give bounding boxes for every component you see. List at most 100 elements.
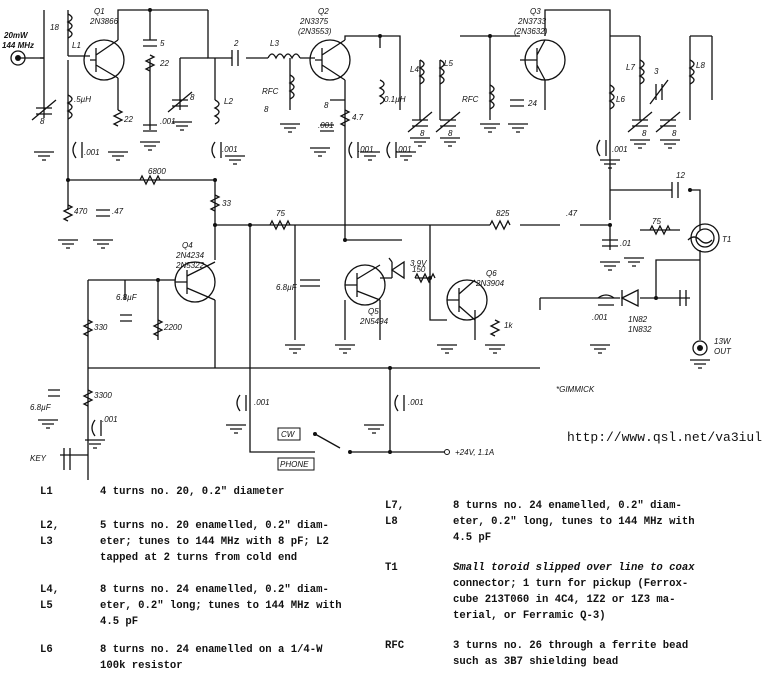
c001f-label: .001 <box>396 145 412 154</box>
rfc-a-label: RFC <box>262 87 279 96</box>
trimmer-capacitors <box>31 79 681 133</box>
source-url: http://www.qsl.net/va3iul <box>567 430 762 445</box>
transistor-q1-symbol <box>83 39 125 81</box>
l2-label: L2 <box>224 97 233 106</box>
note-text: 8 turns no. 24 enamelled, 0.2" diam- ete… <box>453 498 749 546</box>
note-key: L2, L3 <box>40 520 60 548</box>
c001d-label: .001 <box>318 121 334 130</box>
schematic-diagram: 20mW 144 MHz 18 L1 Q1 2N3866 5 22 22 .00… <box>2 7 732 480</box>
input-freq-label: 144 MHz <box>2 41 34 50</box>
ground-symbols <box>34 121 710 449</box>
l7-label: L7 <box>626 63 635 72</box>
c8g-label: 8 <box>642 129 647 138</box>
l8-label: L8 <box>696 61 705 70</box>
l4-label: L4 <box>410 65 419 74</box>
c12-label: 12 <box>676 171 685 180</box>
note-line: 8 turns no. 24 enamelled on a 1/4-W <box>100 644 323 656</box>
c001j-label: .001 <box>254 398 270 407</box>
c8a-label: 8 <box>40 117 45 126</box>
r150-label: 150 <box>412 265 426 274</box>
l3-label: L3 <box>270 39 279 48</box>
note-line: 4 turns no. 20, 0.2" diameter <box>100 486 285 498</box>
note-line: terial, or Ferramic Q-3) <box>453 610 606 622</box>
q4-type-label: 2N4234 <box>175 251 205 260</box>
c68uf-b-label: 6.8µF <box>116 293 138 302</box>
coax-connectors <box>10 50 708 356</box>
note-line: 100k resistor <box>100 660 183 672</box>
gimmick-label: *GIMMICK <box>556 385 595 394</box>
transistor-q6-symbol <box>446 279 488 321</box>
c8c-label: 8 <box>264 105 269 114</box>
c47a-label: .47 <box>112 207 124 216</box>
q1-type-label: 2N3866 <box>89 17 119 26</box>
c001b-label: .001 <box>84 148 100 157</box>
mode-switch <box>277 427 450 471</box>
c8d-label: 8 <box>324 101 329 110</box>
c68uf-c-label: 6.8µF <box>30 403 52 412</box>
r1k-label: 1k <box>504 321 513 330</box>
zener-label: 3.9V <box>410 259 427 268</box>
note-line: 4.5 pF <box>100 616 139 628</box>
q2-name-label: Q2 <box>318 7 329 16</box>
note-key: RFC <box>385 640 405 652</box>
note-line: connector; 1 turn for pickup (Ferrox- <box>453 578 689 590</box>
transistor-q4-symbol <box>174 261 216 303</box>
c8e-label: 8 <box>420 129 425 138</box>
c8b-label: 8 <box>190 93 195 102</box>
output-power-label: 13W <box>714 337 732 346</box>
c3-label: 3 <box>654 67 659 76</box>
q6-name-label: Q6 <box>486 269 497 278</box>
junction-dots <box>66 8 692 454</box>
t1-label: T1 <box>722 235 731 244</box>
note-line: eter, 0.2" long, tunes to 144 MHz with <box>453 516 695 528</box>
q3-alt-label: (2N3632) <box>514 27 548 36</box>
note-line: eter; tunes to 144 MHz with 8 pF; L2 <box>100 536 329 548</box>
q1-name-label: Q1 <box>94 7 105 16</box>
c001c-label: .001 <box>222 145 238 154</box>
r470-label: 470 <box>74 207 88 216</box>
r47-label: 4.7 <box>352 113 364 122</box>
phone-label: PHONE <box>280 460 309 469</box>
c8h-label: 8 <box>672 129 677 138</box>
note-line: 4.5 pF <box>453 532 492 544</box>
note-text: 8 turns no. 24 enamelled on a 1/4-W 100k… <box>100 642 400 674</box>
q6-type-label: 2N3904 <box>475 279 505 288</box>
coil-notes-left: L1 4 turns no. 20, 0.2" diameter L2, L3 … <box>0 484 375 675</box>
c2-label: 2 <box>233 39 239 48</box>
note-text: 3 turns no. 26 through a ferrite bead su… <box>453 638 749 670</box>
l6-label: L6 <box>616 95 625 104</box>
c001g-label: .001 <box>612 145 628 154</box>
q4-alt-label: 2N5322 <box>175 261 205 270</box>
cw-label: CW <box>281 430 296 439</box>
c001k-label: .001 <box>408 398 424 407</box>
output-label: OUT <box>714 347 732 356</box>
c001e-label: .001 <box>358 145 374 154</box>
r3300-label: 3300 <box>94 391 112 400</box>
toroid-t1-symbol <box>687 223 720 253</box>
resistors <box>62 54 671 407</box>
q3-type-label: 2N3733 <box>517 17 547 26</box>
q2-alt-label: (2N3553) <box>298 27 332 36</box>
r22b-label: 22 <box>123 115 133 124</box>
r75b-label: 75 <box>652 217 661 226</box>
note-line: Small toroid slipped over line to coax <box>453 562 695 574</box>
c18-label: 18 <box>50 23 59 32</box>
r2200-label: 2200 <box>163 323 182 332</box>
r75a-label: 75 <box>276 209 285 218</box>
r330-label: 330 <box>94 323 108 332</box>
c001h-label: .001 <box>592 313 608 322</box>
transistor-q5-symbol <box>344 264 386 306</box>
note-line: such as 3B7 shielding bead <box>453 656 619 668</box>
note-line: 5 turns no. 20 enamelled, 0.2" diam- <box>100 520 329 532</box>
note-key: L7, L8 <box>385 500 405 528</box>
diode-1n82-symbol <box>620 288 639 308</box>
note-key: T1 <box>385 562 398 574</box>
note-text: 8 turns no. 24 enamelled, 0.2" diam- ete… <box>100 582 400 630</box>
l1-label: L1 <box>72 41 81 50</box>
q5-name-label: Q5 <box>368 307 379 316</box>
c8f-label: 8 <box>448 129 453 138</box>
bypass-capacitors <box>72 139 615 437</box>
q2-type-label: 2N3375 <box>299 17 329 26</box>
supply-label: +24V, 1.1A <box>455 448 494 457</box>
transistor-q3-symbol <box>520 39 566 81</box>
